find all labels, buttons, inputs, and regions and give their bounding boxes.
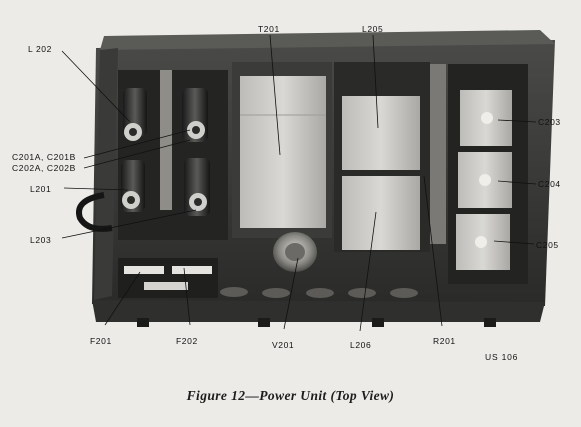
label-c205: C205 (536, 240, 559, 250)
rectifier-tube-v201 (273, 232, 317, 272)
chassis-left-wall (94, 48, 118, 300)
label-c204: C204 (538, 179, 561, 189)
choke-coils (121, 70, 210, 216)
label-l205: L205 (362, 24, 384, 34)
plate-id: US 106 (485, 352, 519, 362)
label-l203: L203 (30, 235, 52, 245)
front-vents (220, 287, 418, 298)
capacitor-stack (448, 64, 528, 284)
label-l206: L206 (350, 340, 372, 350)
chassis-feet (137, 318, 496, 327)
label-f202: F202 (176, 336, 198, 346)
terminal-strip (430, 64, 446, 244)
label-l202: L 202 (28, 44, 52, 54)
choke-l205-l206 (334, 62, 430, 252)
label-t201: T201 (258, 24, 280, 34)
label-c202: C202A, C202B (12, 163, 76, 173)
label-f201: F201 (90, 336, 112, 346)
label-c201: C201A, C201B (12, 152, 76, 162)
label-c203: C203 (538, 117, 561, 127)
label-l201: L201 (30, 184, 52, 194)
figure-caption: Figure 12—Power Unit (Top View) (186, 388, 395, 403)
fuse-block (118, 258, 218, 298)
power-cord (76, 192, 113, 232)
chassis-rear-lip (100, 30, 555, 50)
chassis-front-apron (92, 300, 545, 322)
leader-lines (61, 34, 537, 332)
label-r201: R201 (433, 336, 456, 346)
transformer-t201 (232, 62, 332, 238)
label-v201: V201 (272, 340, 295, 350)
